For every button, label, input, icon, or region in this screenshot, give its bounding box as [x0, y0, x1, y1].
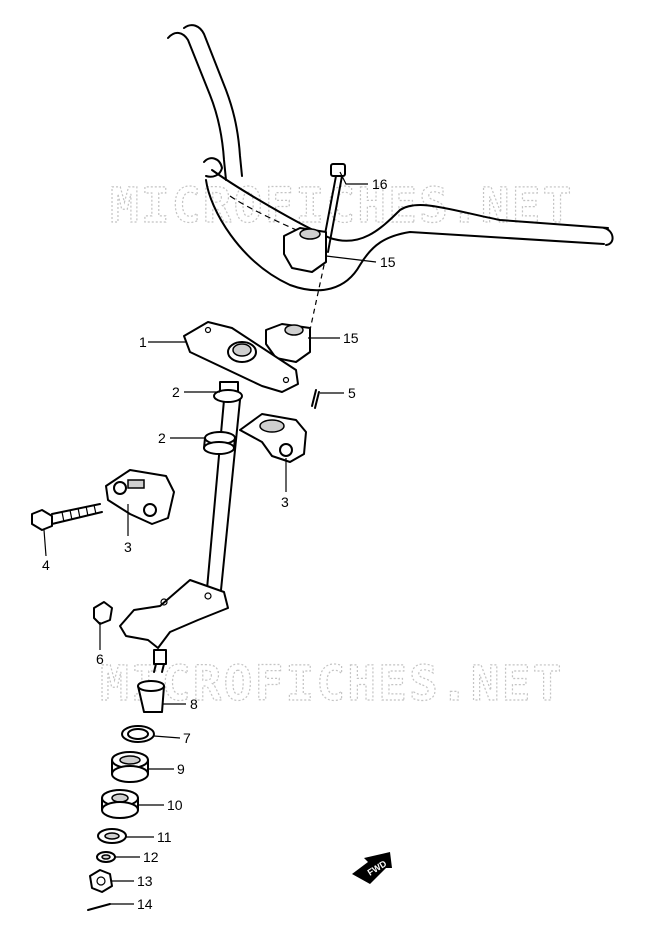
callout-15-lower: 15: [343, 330, 359, 346]
bearing-10[interactable]: [101, 789, 139, 819]
callout-5: 5: [348, 385, 356, 401]
bushing-6[interactable]: [93, 601, 113, 625]
callout-4: 4: [42, 557, 50, 573]
callout-7: 7: [183, 730, 191, 746]
callout-11: 11: [157, 829, 172, 845]
bearing-9[interactable]: [111, 751, 149, 783]
callout-9: 9: [177, 761, 185, 777]
callout-10: 10: [167, 797, 183, 813]
callout-2-upper: 2: [172, 384, 180, 400]
callout-16: 16: [372, 176, 388, 192]
bolt-16[interactable]: [309, 163, 346, 331]
bolt-4[interactable]: [31, 503, 103, 531]
shaft-holder-3-right[interactable]: [239, 413, 307, 463]
bush-8[interactable]: [137, 680, 165, 713]
callout-13: 13: [137, 873, 153, 889]
callout-2-lower: 2: [158, 430, 166, 446]
holder-upper-15b[interactable]: [265, 323, 311, 363]
cotter-pin-14[interactable]: [87, 903, 111, 911]
callout-12: 12: [143, 849, 159, 865]
steering-shaft[interactable]: [203, 381, 243, 601]
steering-lower-bracket[interactable]: [119, 579, 229, 673]
callout-3-right: 3: [281, 494, 289, 510]
watermark-bottom: MICROFICHES.NET: [100, 656, 563, 712]
fwd-arrow-icon: FWD: [352, 852, 392, 884]
watermark-top: MICROFICHES.NET: [110, 178, 573, 234]
steering-stem-bracket[interactable]: [183, 321, 299, 393]
callout-3-left: 3: [124, 539, 132, 555]
cotter-pin-5[interactable]: [311, 389, 320, 409]
nut-13[interactable]: [89, 869, 113, 893]
washer-12[interactable]: [96, 851, 116, 863]
callout-15-upper: 15: [380, 254, 396, 270]
holder-upper-15a[interactable]: [283, 227, 327, 273]
shaft-holder-3-left[interactable]: [105, 469, 175, 525]
washer-11[interactable]: [97, 828, 127, 844]
oil-seal-7[interactable]: [121, 725, 155, 743]
leader-lines: [43, 171, 377, 905]
handlebar[interactable]: [167, 24, 614, 292]
callout-8: 8: [190, 696, 198, 712]
callout-6: 6: [96, 651, 104, 667]
callout-14: 14: [137, 896, 153, 912]
callout-1: 1: [139, 334, 147, 350]
